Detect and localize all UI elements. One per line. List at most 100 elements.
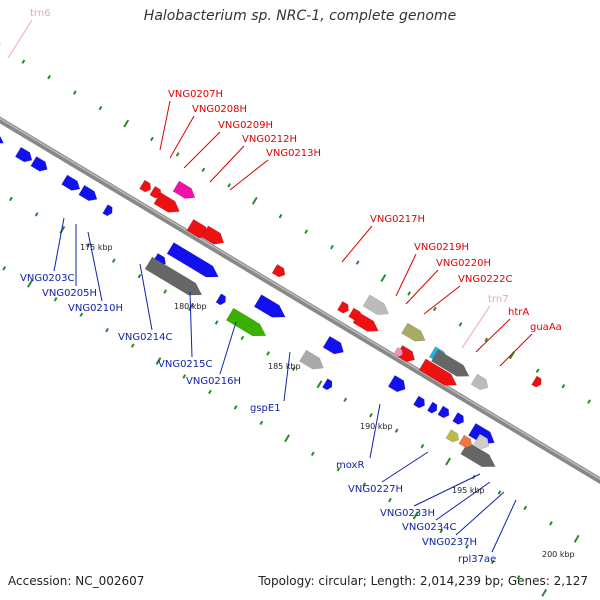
gene-feature [30,156,48,172]
gene-label-inner: VNG0215C [158,359,213,370]
tick-mark [561,383,566,389]
gene-label-outer: VNG0217H [370,214,425,225]
tick-mark [362,482,367,487]
tick-mark [412,511,419,520]
tick-mark [105,327,109,333]
tick-mark [549,521,553,526]
tick-mark [407,291,411,296]
gene-feature [172,180,196,199]
tick-mark [573,534,580,543]
gene-feature [102,204,113,217]
gene-feature [166,242,219,278]
tick-mark [72,90,77,95]
genome-backbone [0,116,600,485]
gene-feature [426,401,438,414]
gene-label-inner: VNG0203C [20,273,75,284]
gene-label-inner: moxR [336,460,364,471]
leader-line [219,321,237,375]
tick-mark [2,266,7,271]
gene-label-outer: VNG0209H [218,120,273,131]
leader-line [87,231,103,302]
tick-mark [541,588,548,597]
genome-summary-text: Topology: circular; Length: 2,014,239 bp… [258,574,588,588]
gene-feature [322,378,333,391]
tick-mark [240,335,245,341]
leader-line [341,225,373,263]
tick-mark [355,260,360,265]
tick-mark [26,279,33,288]
leader-line [53,217,65,272]
tick-mark [310,451,315,456]
tick-mark [233,405,238,410]
tick-mark [79,312,84,317]
kbp-label: 180 kbp [174,302,207,311]
leader-line [169,115,195,159]
gene-label-outer: VNG0213H [266,148,321,159]
tick-mark [304,229,309,234]
leader-line [413,473,481,507]
tick-mark [445,457,451,466]
gene-feature [201,225,225,245]
gene-feature [299,349,324,370]
tick-mark [497,490,502,495]
tick-mark [284,434,290,443]
gene-feature [413,395,425,409]
tick-mark [420,443,425,449]
leader-line [159,100,171,151]
tick-mark [150,136,154,142]
gene-label-outer: VNG0222C [458,274,513,285]
tick-mark [47,74,51,80]
gene-feature [418,358,458,386]
tick-mark [316,380,323,389]
gene-label-inner: VNG0210H [68,303,123,314]
gene-feature [352,312,379,332]
leader-line [435,481,491,521]
leader-line [381,451,429,483]
gene-label-outer: htrA [508,307,529,318]
tick-mark [155,357,162,365]
tick-mark [53,297,58,302]
leader-line [475,318,511,353]
accession-text: Accession: NC_002607 [8,574,145,588]
tick-mark [458,322,463,327]
gene-label-outer: VNG0212H [242,134,297,145]
gene-feature [322,335,344,355]
tick-mark [484,337,489,343]
gene-feature [401,322,426,342]
tick-mark [175,152,180,157]
gene-label-inner: VNG0214C [118,332,173,343]
tick-mark [278,213,283,219]
gene-features [0,122,542,468]
gene-feature [470,373,489,391]
tick-mark [137,273,142,279]
gene-feature [362,294,390,316]
tick-mark [0,42,1,51]
gene-label-inner: VNG0205H [42,288,97,299]
leader-line [455,491,505,536]
gene-label-inner: VNG0237H [422,537,477,548]
tick-mark [380,274,387,282]
tick-mark [432,306,437,312]
leader-line [405,269,439,305]
gene-feature [468,422,495,445]
tick-mark [86,243,90,248]
gene-label-outer: VNG0207H [168,89,223,100]
gene-feature [531,375,542,388]
gene-feature [431,349,470,377]
tick-mark [214,320,219,325]
backbone-line [0,116,600,485]
tick-mark [439,528,444,534]
tick-mark [509,351,515,360]
gene-label-inner: VNG0216H [186,376,241,387]
tick-mark [182,374,187,379]
gene-feature [452,412,465,425]
gene-feature [445,429,460,443]
leader-line [461,305,491,349]
gene-feature [153,192,180,213]
gene-label-inner: VNG0233H [380,508,435,519]
tick-mark [336,466,341,472]
map-title: Halobacterium sp. NRC-1, complete genome [143,8,457,24]
gene-label-outer: trn6 [30,8,51,19]
